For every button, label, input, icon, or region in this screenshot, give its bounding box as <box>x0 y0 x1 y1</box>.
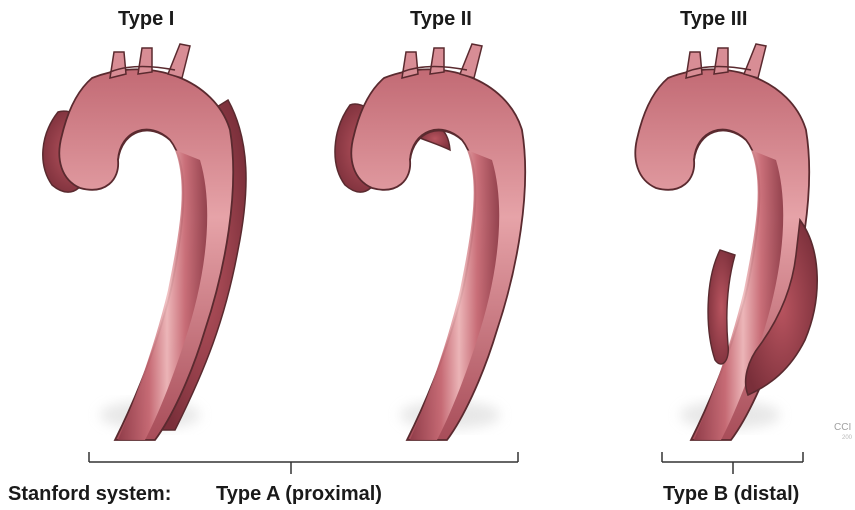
branch-vessels-type-1 <box>110 44 190 78</box>
descending-lumen-type-3 <box>694 150 783 440</box>
label-stanford-system: Stanford system: <box>8 484 171 504</box>
label-type-a: Type A (proximal) <box>216 484 382 504</box>
descending-lumen-type-2 <box>410 150 499 440</box>
credit-year: 200 <box>842 435 852 441</box>
credit-text: CCI <box>834 423 851 433</box>
aorta-type-1 <box>43 44 246 440</box>
label-type-3: Type III <box>680 9 747 29</box>
label-type-1: Type I <box>118 9 174 29</box>
descending-lumen-type-1 <box>118 150 207 440</box>
aorta-type-3 <box>635 44 817 440</box>
aorta-type-2 <box>335 44 525 440</box>
bracket-type-b <box>662 452 803 474</box>
branch-vessels-type-3 <box>686 44 766 78</box>
bracket-type-a <box>89 452 518 474</box>
label-type-b: Type B (distal) <box>663 484 799 504</box>
label-type-2: Type II <box>410 9 472 29</box>
branch-vessels-type-2 <box>402 44 482 78</box>
